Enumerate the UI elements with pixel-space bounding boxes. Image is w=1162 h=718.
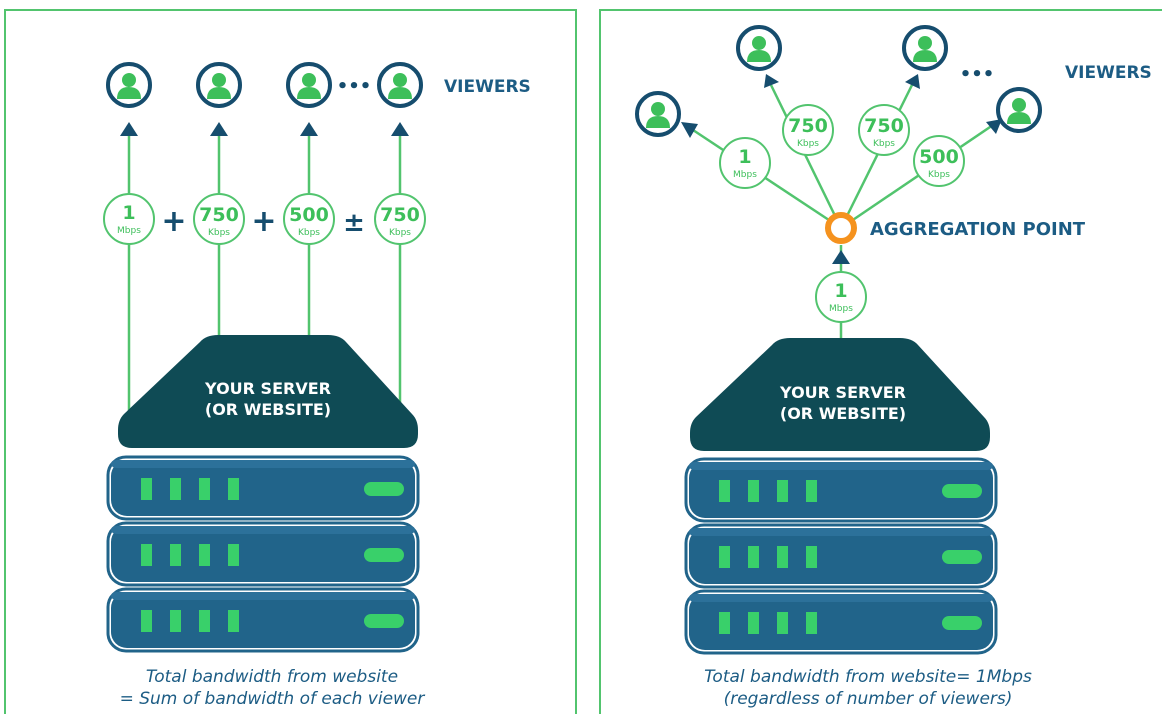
right-arrowheads	[681, 74, 1002, 264]
caption-line1: Total bandwidth from website= 1Mbps	[704, 667, 1032, 687]
arrow-icon	[764, 74, 779, 88]
badge-unit: Mbps	[733, 170, 757, 180]
viewer-icon	[736, 25, 782, 71]
plus-minus-operator: ±	[343, 208, 365, 238]
caption-line2: = Sum of bandwidth of each viewer	[120, 689, 426, 709]
viewer-ellipsis: •••	[337, 76, 372, 97]
badge-unit: Kbps	[389, 228, 411, 238]
server-label-line2: (OR WEBSITE)	[205, 400, 331, 419]
arrow-up-icon	[210, 122, 228, 136]
server-label-line1: YOUR SERVER	[779, 383, 906, 402]
bandwidth-badge: 750 Kbps	[782, 104, 834, 156]
viewer-icon	[996, 87, 1042, 133]
server-unit	[684, 589, 998, 655]
bandwidth-badge: 1 Mbps	[103, 193, 155, 245]
bandwidth-badge: 750 Kbps	[858, 104, 910, 156]
viewer-icon	[106, 62, 152, 108]
badge-value: 1	[834, 280, 847, 302]
server-unit	[106, 587, 420, 653]
server-top	[690, 338, 990, 451]
badge-value: 500	[919, 146, 959, 168]
caption-line1: Total bandwidth from website	[146, 667, 398, 687]
badge-value: 500	[289, 204, 329, 226]
left-panel-border	[4, 9, 577, 718]
badge-value: 750	[199, 204, 239, 226]
server-label-line2: (OR WEBSITE)	[780, 404, 906, 423]
server-unit	[684, 523, 998, 589]
badge-value: 1	[738, 146, 751, 168]
server-unit	[106, 455, 420, 521]
bandwidth-badge: 500 Kbps	[913, 135, 965, 187]
aggregation-point-icon	[825, 212, 857, 244]
badge-unit: Kbps	[208, 228, 230, 238]
server-unit	[106, 521, 420, 587]
badge-unit: Mbps	[117, 226, 141, 236]
bandwidth-badge: 750 Kbps	[374, 193, 426, 245]
badge-value: 750	[380, 204, 420, 226]
badge-value: 750	[788, 115, 828, 137]
bandwidth-badge: 1 Mbps	[719, 137, 771, 189]
plus-operator: +	[161, 204, 186, 239]
badge-value: 750	[864, 115, 904, 137]
badge-unit: Mbps	[829, 304, 853, 314]
server-label-line1: YOUR SERVER	[204, 379, 331, 398]
aggregation-point-label: AGGREGATION POINT	[870, 219, 1086, 240]
bandwidth-badge: 750 Kbps	[193, 193, 245, 245]
viewers-label: VIEWERS	[444, 77, 531, 97]
arrow-icon	[905, 74, 920, 89]
viewer-icon	[902, 25, 948, 71]
badge-unit: Kbps	[797, 139, 819, 149]
left-arrowheads	[120, 122, 409, 136]
server-top	[118, 335, 418, 448]
bandwidth-badge: 500 Kbps	[283, 193, 335, 245]
viewer-icon	[635, 91, 681, 137]
caption-line2: (regardless of number of viewers)	[724, 689, 1013, 709]
uplink-bandwidth-badge: 1 Mbps	[815, 271, 867, 323]
viewer-icon	[377, 62, 423, 108]
viewer-icon	[196, 62, 242, 108]
arrow-up-icon	[120, 122, 138, 136]
badge-unit: Kbps	[873, 139, 895, 149]
badge-value: 1	[122, 202, 135, 224]
viewer-ellipsis: •••	[960, 64, 995, 85]
badge-unit: Kbps	[298, 228, 320, 238]
arrow-icon	[986, 119, 1002, 134]
arrow-icon	[681, 122, 698, 138]
viewers-label: VIEWERS	[1065, 63, 1152, 83]
arrow-up-icon	[300, 122, 318, 136]
right-panel: ••• VIEWERS 1 Mbps 750 Kbps 750 Kbps 500…	[635, 25, 1152, 709]
left-panel: ••• VIEWERS 1 Mbps 750 Kbps 500 Kbps 750…	[103, 62, 531, 709]
badge-unit: Kbps	[928, 170, 950, 180]
right-panel-border	[599, 9, 1162, 718]
server-unit	[684, 457, 998, 523]
arrow-up-icon	[832, 250, 850, 264]
viewer-icon	[286, 62, 332, 108]
arrow-up-icon	[391, 122, 409, 136]
plus-operator: +	[251, 204, 276, 239]
